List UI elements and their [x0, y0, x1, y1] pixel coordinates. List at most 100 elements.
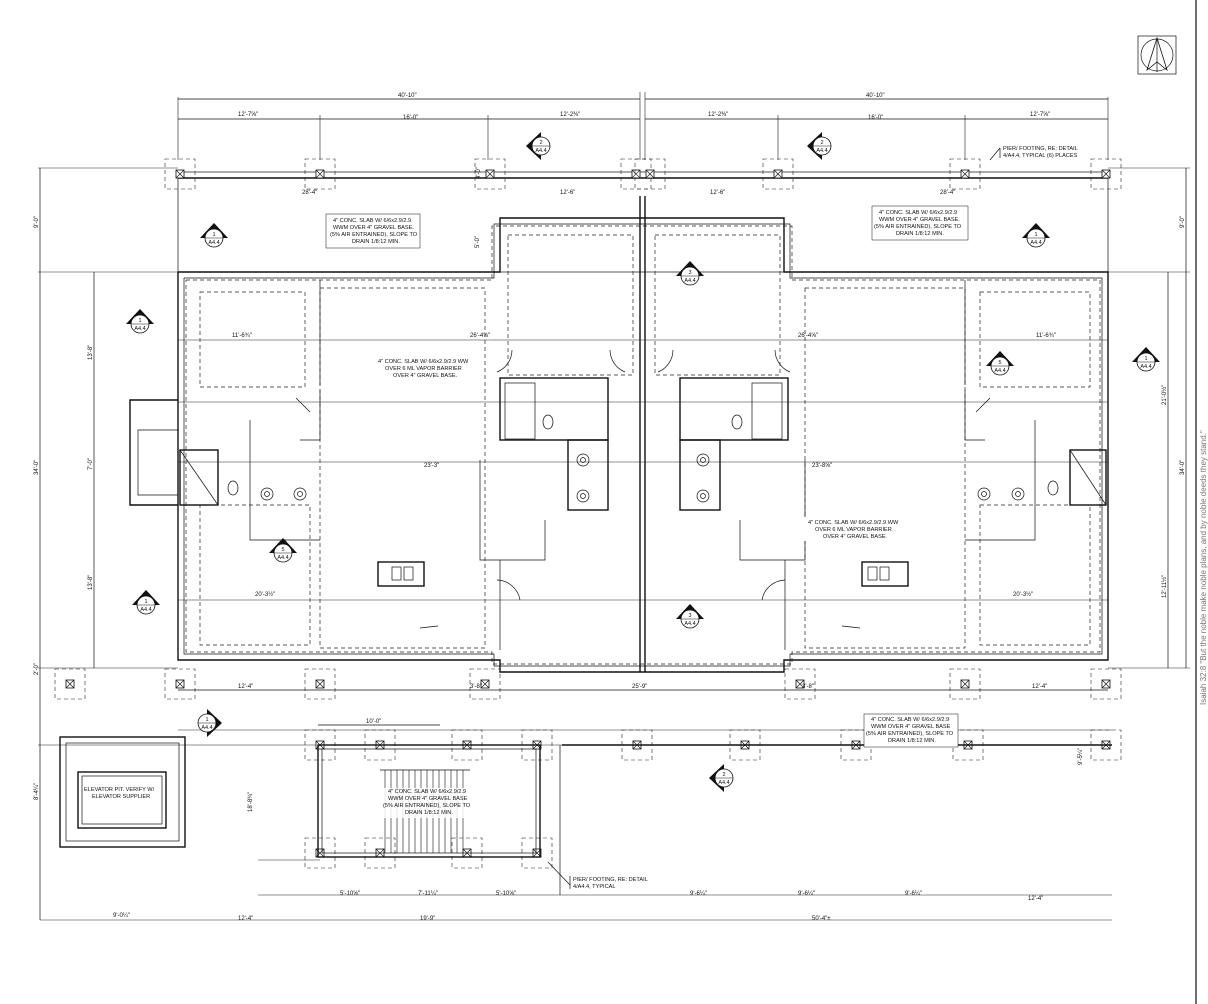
- pier-footing: [634, 158, 666, 190]
- section-tag[interactable]: 2A4.4: [526, 132, 551, 160]
- pier-footing: [949, 668, 981, 700]
- section-tag-sheet: A4.4: [684, 621, 695, 627]
- dim-bed-right: 20'-3½": [1013, 591, 1033, 598]
- dim-bot2-f: 9'-6¼": [905, 891, 922, 897]
- dim-right-b: 21'-0½": [1161, 385, 1168, 405]
- pier-footing: [164, 668, 196, 700]
- dim-left-b: 7'-0": [88, 458, 94, 470]
- svg-text:PIER/ FOOTING, RE: DETAIL: PIER/ FOOTING, RE: DETAIL: [573, 877, 648, 883]
- dim-bottom-c: 25'-9": [632, 684, 647, 690]
- svg-text:WWM OVER 4" GRAVEL BASE.: WWM OVER 4" GRAVEL BASE.: [879, 217, 960, 223]
- section-tag-sheet: A4.4: [718, 780, 729, 786]
- section-tag[interactable]: 3A4.4: [676, 604, 704, 629]
- dim-left-a: 13'-8": [88, 345, 94, 360]
- pier-footing: [304, 158, 336, 190]
- stair-and-walkway: [59, 736, 1112, 895]
- svg-text:ELEVATOR PIT. VERIFY W/: ELEVATOR PIT. VERIFY W/: [84, 787, 155, 793]
- svg-text:OVER 4" GRAVEL BASE.: OVER 4" GRAVEL BASE.: [823, 534, 888, 540]
- section-tag-sheet: A4.4: [208, 240, 219, 246]
- svg-text:DRAIN 1/8:12 MIN.: DRAIN 1/8:12 MIN.: [405, 810, 453, 816]
- section-tag-sheet: A4.4: [994, 368, 1005, 374]
- svg-text:(5% AIR ENTRAINED), SLOPE TO: (5% AIR ENTRAINED), SLOPE TO: [874, 224, 962, 230]
- pier-footing: [1090, 158, 1122, 190]
- svg-text:WWM OVER 4" GRAVEL BASE: WWM OVER 4" GRAVEL BASE: [871, 724, 951, 730]
- dim-stair-w: 10'-0": [366, 719, 381, 725]
- dim-left-d: 2'-0": [34, 663, 40, 675]
- pier-footing: [1090, 668, 1122, 700]
- svg-text:OVER 4" GRAVEL BASE.: OVER 4" GRAVEL BASE.: [393, 373, 458, 379]
- pier-footing: [164, 158, 196, 190]
- section-tag[interactable]: 5A4.4: [269, 538, 297, 563]
- dim-bot3-a: 9'-0¼": [113, 913, 130, 919]
- section-tag-sheet: A4.4: [140, 607, 151, 613]
- dim-porch-depth: 4'-0": [476, 167, 482, 179]
- section-tag[interactable]: 1A4.4: [197, 709, 222, 737]
- dim-left-overall: 34'-0": [34, 460, 40, 475]
- section-tag[interactable]: 1A4.4: [132, 590, 160, 615]
- slab-note-porch-right: 4" CONC. SLAB W/ 6/6x2.9/2.9 WWM OVER 4"…: [871, 205, 969, 241]
- dim-bot3-b: 12'-4": [238, 916, 253, 922]
- svg-text:4" CONC. SLAB W/ 6/6x2.9/2.9: 4" CONC. SLAB W/ 6/6x2.9/2.9: [333, 218, 411, 224]
- dim-porch-left: 28'-4": [302, 190, 317, 196]
- dim-left-depth-top: 9'-0": [34, 216, 40, 228]
- dim-bot2-g: 12'-4": [1028, 896, 1043, 902]
- section-tag-sheet: A4.4: [816, 148, 827, 154]
- svg-text:4" CONC. SLAB W/ 6/6x2.9/2.9: 4" CONC. SLAB W/ 6/6x2.9/2.9: [879, 210, 957, 216]
- dim-bot3-c: 19'-9": [420, 916, 435, 922]
- section-tag-sheet: A4.4: [1140, 364, 1151, 370]
- svg-text:WWM OVER 4" GRAVEL BASE.: WWM OVER 4" GRAVEL BASE.: [333, 225, 414, 231]
- svg-text:PIER/ FOOTING, RE: DETAIL: PIER/ FOOTING, RE: DETAIL: [1003, 146, 1078, 152]
- north-arrow-icon: [1137, 35, 1177, 75]
- svg-text:4" CONC. SLAB W/ 6/6x2.9/2.9: 4" CONC. SLAB W/ 6/6x2.9/2.9: [871, 717, 949, 723]
- section-tag[interactable]: 1A4.4: [1132, 347, 1160, 372]
- dim-right-overall: 34'-0": [1180, 460, 1186, 475]
- svg-text:OVER 6 ML VAPOR BARRIER: OVER 6 ML VAPOR BARRIER: [815, 527, 892, 533]
- svg-text:OVER 6 ML VAPOR BARRIER: OVER 6 ML VAPOR BARRIER: [385, 366, 462, 372]
- pier-footings: [54, 158, 1122, 869]
- svg-text:(5% AIR ENTRAINED), SLOPE TO: (5% AIR ENTRAINED), SLOPE TO: [383, 803, 471, 809]
- dim-bot2-e: 9'-6¼": [798, 891, 815, 897]
- building-outline: [129, 171, 1109, 673]
- dimension-lines: [39, 98, 1187, 920]
- dim-living-left: 26'-4⅝": [470, 333, 490, 339]
- pier-footing: [949, 158, 981, 190]
- section-tag[interactable]: 2A4.4: [807, 132, 832, 160]
- section-tag-number: 2: [722, 772, 725, 778]
- dim-bed-left: 20'-3½": [255, 591, 275, 598]
- section-tag[interactable]: 1A4.4: [126, 309, 154, 334]
- dim-side-9: 9'-5¼": [1078, 748, 1084, 765]
- section-tag-number: 2: [539, 140, 542, 146]
- dim-mid-depth: 5'-0": [475, 236, 481, 248]
- svg-text:4" CONC. SLAB W/ 6/6x2.9/2.9 W: 4" CONC. SLAB W/ 6/6x2.9/2.9 WW: [378, 359, 469, 365]
- section-tag[interactable]: 1A4.4: [1022, 223, 1050, 248]
- svg-text:DRAIN 1/8:12 MIN.: DRAIN 1/8:12 MIN.: [888, 738, 936, 744]
- dim-porch-right: 28'-4": [940, 190, 955, 196]
- dim-right-depth-top: 9'-0": [1180, 216, 1186, 228]
- section-tag-number: 1: [1144, 356, 1147, 362]
- section-tag[interactable]: 1A4.4: [200, 223, 228, 248]
- dim-top-seg-b: 16'-0": [403, 115, 418, 121]
- slab-note-interior-left: 4" CONC. SLAB W/ 6/6x2.9/2.9 WW OVER 6 M…: [374, 356, 470, 383]
- section-tag-number: 1: [138, 318, 141, 324]
- section-tag-number: 1: [212, 232, 215, 238]
- section-tag[interactable]: 2A4.4: [709, 764, 734, 792]
- slab-note-interior-right: 4" CONC. SLAB W/ 6/6x2.9/2.9 WW OVER 6 M…: [804, 517, 900, 541]
- slab-note-porch-left: 4" CONC. SLAB W/ 6/6x2.9/2.9 WWM OVER 4"…: [325, 213, 421, 249]
- dim-top-seg-a: 12'-7⅝": [238, 112, 258, 118]
- dim-top-overall-right: 40'-10": [866, 93, 885, 99]
- svg-text:4/A4.4, TYPICAL: 4/A4.4, TYPICAL: [573, 884, 616, 890]
- section-tag[interactable]: 5A4.4: [986, 351, 1014, 376]
- pier-note-top: PIER/ FOOTING, RE: DETAIL 4/A4.4, TYPICA…: [989, 146, 1078, 161]
- slab-note-stair: 4" CONC. SLAB W/ 6/6x2.9/2.9 WWM OVER 4"…: [382, 788, 476, 818]
- dim-bottom-d: 3'-8": [802, 684, 814, 690]
- dim-top-seg-d: 12'-2⅜": [708, 112, 728, 118]
- dim-elev-h: 8'-4¼": [34, 783, 40, 800]
- svg-text:4/A4.4, TYPICAL (6) PLACES: 4/A4.4, TYPICAL (6) PLACES: [1003, 153, 1078, 159]
- svg-text:DRAIN 1/8:12 MIN.: DRAIN 1/8:12 MIN.: [896, 231, 944, 237]
- section-tag[interactable]: 3A4.4: [676, 261, 704, 286]
- dim-bot3-d: 50'-4"±: [812, 916, 831, 922]
- section-tag-number: 3: [688, 270, 691, 276]
- section-tag-number: 2: [820, 140, 823, 146]
- dim-bot2-b: 7'-11¼": [418, 891, 438, 897]
